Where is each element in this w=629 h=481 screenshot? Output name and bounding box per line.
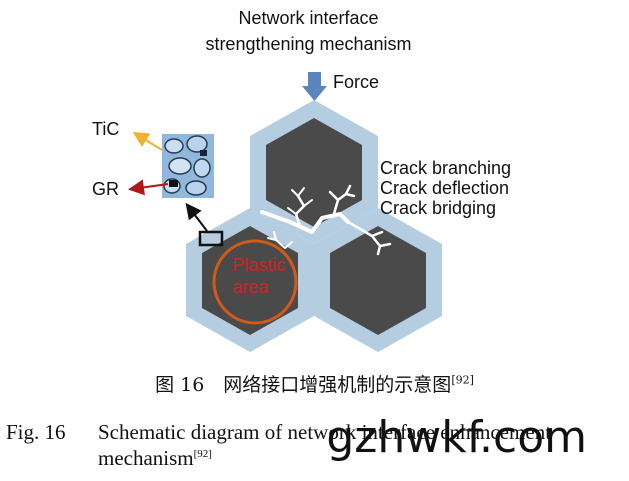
plastic-area-circle: [212, 239, 298, 325]
crack-network: [260, 184, 392, 256]
caption-en-line2-wrap: mechanism[92]: [98, 444, 212, 472]
microstructure-inset: [162, 134, 214, 198]
network-interface-diagram: [128, 72, 442, 352]
zoom-arrow: [185, 202, 208, 232]
crack-deflection-label: Crack deflection: [380, 178, 510, 198]
diagram-title-line1: Network interface: [238, 8, 379, 28]
caption-cn-text: 图 16 网络接口增强机制的示意图: [155, 374, 452, 396]
caption-en-prefix: Fig. 16: [6, 420, 66, 444]
watermark-text: gzhwkf.com: [326, 412, 587, 463]
force-arrow: [302, 72, 327, 101]
caption-en-ref: [92]: [193, 448, 212, 460]
hexagon-right: [314, 208, 442, 352]
tic-arrow: [132, 131, 163, 151]
tic-label: TiC: [92, 119, 120, 139]
diagram-title-line2: strengthening mechanism: [205, 34, 412, 54]
crack-branching-label: Crack branching: [380, 158, 512, 178]
area-label: area: [233, 277, 270, 297]
gr-arrow: [128, 179, 169, 196]
plastic-label: Plastic: [233, 255, 287, 275]
zoom-marker-box: [198, 230, 224, 247]
caption-en-line1: Schematic diagram of network interface e…: [98, 420, 552, 444]
crack-bridging-label: Crack bridging: [380, 198, 497, 218]
caption-cn-ref: [92]: [451, 373, 474, 387]
gr-label: GR: [92, 179, 119, 199]
caption-en-line2: mechanism: [98, 446, 194, 470]
force-label: Force: [333, 72, 380, 92]
caption-chinese: 图 16 网络接口增强机制的示意图[92]: [0, 370, 629, 397]
